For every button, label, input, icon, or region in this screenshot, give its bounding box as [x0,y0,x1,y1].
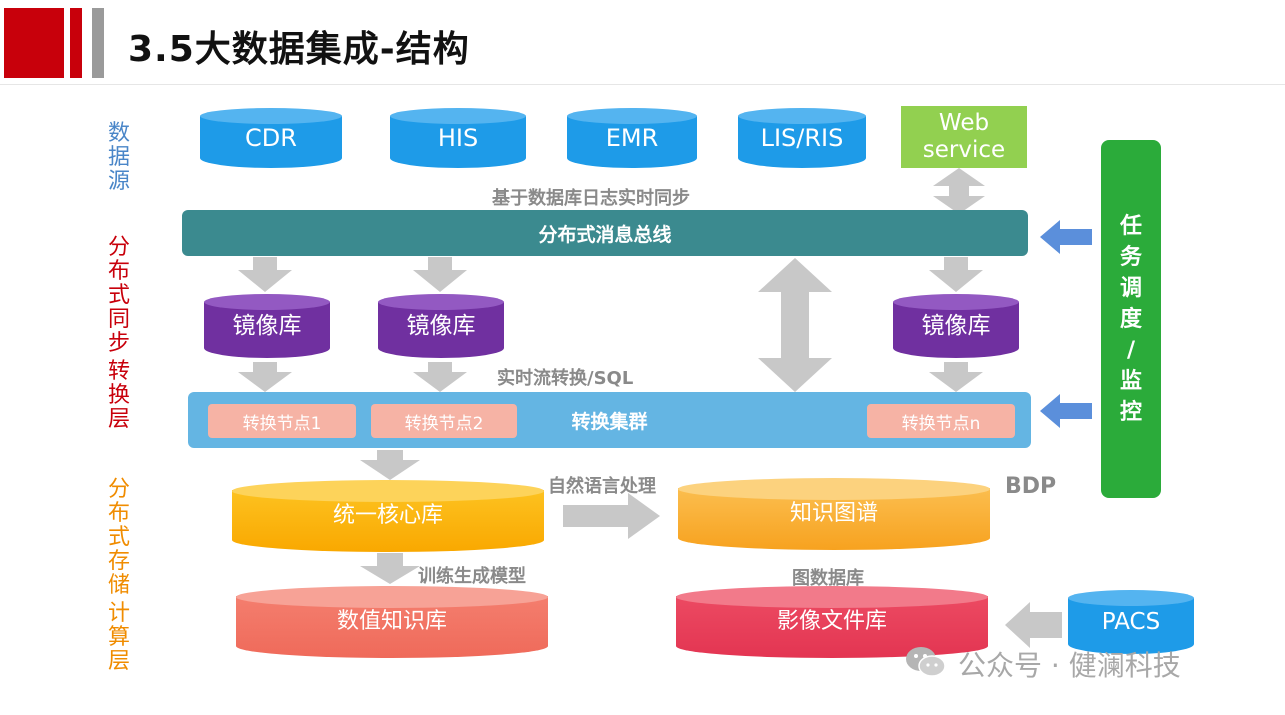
blue-arrow-scheduler-cluster [1040,394,1092,428]
blue-arrow-scheduler-bus [1040,220,1092,254]
header-red-stripe [70,8,82,78]
conversion-node-1: 转换节点1 [208,404,356,438]
layer-label-storage: 分布式存储计算层 [107,477,130,674]
knowledge-graph-db: 知识图谱 [678,478,990,550]
pacs-db: PACS [1068,590,1194,654]
down-arrow-mirror-cluster-1 [238,362,292,392]
down-arrow-bus-mirror-3 [929,257,983,292]
numeric-kb-db: 数值知识库 [236,586,548,658]
mirror-db-3: 镜像库 [893,294,1019,358]
conversion-node-2: 转换节点2 [371,404,517,438]
source-his-db: HIS [390,108,526,168]
image-lib-db: 影像文件库 [676,586,988,658]
down-arrow-cluster-core [360,450,420,480]
header-gray-stripe [92,8,104,78]
source-cdr-db: CDR [200,108,342,168]
down-arrow-mirror-cluster-2 [413,362,467,392]
caption-db-log-sync: 基于数据库日志实时同步 [492,188,690,209]
scheduler-panel: 任务调度/监控 [1101,140,1161,498]
down-arrow-core-numeric [360,553,420,584]
source-emr-db: EMR [567,108,697,168]
web-bus-arrow [933,168,985,214]
message-bus: 分布式消息总线 [182,210,1028,256]
down-arrow-bus-mirror-2 [413,257,467,292]
core-db: 统一核心库 [232,480,544,552]
caption-realtime-sql: 实时流转换/SQL [497,368,634,389]
conversion-node-n: 转换节点n [867,404,1015,438]
source-lisris-db: LIS/RIS [738,108,866,168]
caption-train-model: 训练生成模型 [418,566,526,587]
header-red-block [4,8,64,78]
left-arrow-pacs-image [1005,602,1062,648]
caption-bdp: BDP [1005,474,1057,499]
layer-label-sync: 分布式同步转换层 [107,235,130,432]
page-title: 3.5大数据集成-结构 [128,29,470,70]
mirror-db-2: 镜像库 [378,294,504,358]
down-arrow-bus-mirror-1 [238,257,292,292]
wechat-icon [904,644,948,680]
caption-nlp: 自然语言处理 [548,476,656,497]
right-arrow-core-kg [563,493,660,539]
source-web-service: Web service [901,106,1027,168]
layer-label-source: 数据源 [107,121,130,194]
bus-cluster-double-arrow [758,258,832,392]
header-divider [0,84,1285,85]
caption-graph-db: 图数据库 [792,568,864,589]
down-arrow-mirror-cluster-3 [929,362,983,392]
watermark-text: 公众号 · 健澜科技 [958,649,1181,682]
mirror-db-1: 镜像库 [204,294,330,358]
